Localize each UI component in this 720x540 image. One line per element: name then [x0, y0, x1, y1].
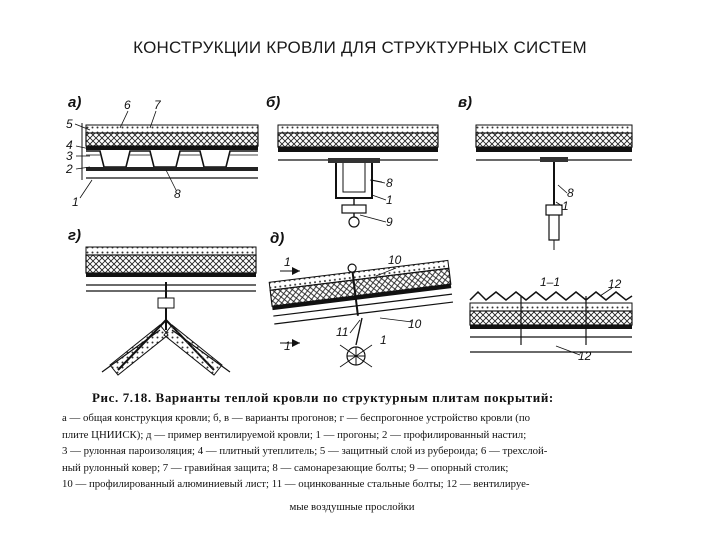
callout-12-bottom: 12	[578, 349, 592, 363]
callout-11: 11	[336, 325, 348, 339]
callout-10-d-top: 10	[388, 253, 402, 267]
panel-g-purlinless-roof	[85, 246, 257, 376]
callout-12-top: 12	[608, 277, 622, 291]
panel-label-b: б)	[266, 94, 280, 111]
callout-8-v: 8	[567, 186, 574, 200]
callout-4: 4	[66, 138, 73, 152]
caption-line: 10 — профилированный алюминиевый лист; 1…	[62, 478, 530, 490]
section-label-1-1: 1–1	[540, 275, 560, 289]
callout-1-v: 1	[562, 199, 569, 213]
panel-label-v: в)	[458, 94, 472, 111]
callout-7: 7	[154, 98, 162, 112]
caption-line: ный рулонный ковер; 7 — гравийная защита…	[62, 461, 509, 474]
panel-b-purlin-variant	[277, 124, 439, 228]
section-1-1-ventilated	[469, 290, 633, 353]
panel-label-d: д)	[270, 230, 284, 247]
callout-1-d-bolt: 1	[380, 333, 387, 347]
callout-1-a: 1	[72, 195, 79, 209]
figure-caption: Рис. 7.18. Варианты теплой кровли по стр…	[62, 390, 642, 513]
callout-1-d-bottom: 1	[284, 339, 291, 353]
callout-1-b: 1	[386, 193, 393, 207]
caption-line: 3 — рулонная пароизоляция; 4 — плитный у…	[62, 445, 548, 457]
page-title: КОНСТРУКЦИИ КРОВЛИ ДЛЯ СТРУКТУРНЫХ СИСТЕ…	[133, 38, 587, 57]
callout-2: 2	[65, 162, 73, 176]
roof-structure-drawing: а) б) в) г) д) 6 7 5 4 3 2 1 8 8 1 9 8 1…	[65, 94, 633, 376]
caption-last-line: мые воздушные прослойки	[289, 500, 415, 513]
section-arrows	[292, 267, 300, 347]
callout-5: 5	[66, 117, 73, 131]
panel-label-g: г)	[68, 227, 81, 244]
callout-6: 6	[124, 98, 131, 112]
callout-9: 9	[386, 215, 393, 229]
caption-title: Рис. 7.18. Варианты теплой кровли по стр…	[92, 390, 554, 405]
panel-a-roof-section	[81, 123, 259, 180]
caption-line: плите ЦНИИСК); д — пример вентилируемой …	[62, 428, 527, 441]
panel-d-ventilated-roof	[268, 259, 454, 368]
panel-v-purlin-variant	[475, 124, 633, 250]
callout-8-b: 8	[386, 176, 393, 190]
callout-3: 3	[66, 149, 73, 163]
caption-line: а — общая конструкция кровли; б, в — вар…	[62, 412, 531, 424]
panel-label-a: а)	[68, 94, 81, 111]
callout-1-d-top: 1	[284, 255, 291, 269]
leader-lines	[74, 110, 613, 356]
callout-8-a: 8	[174, 187, 181, 201]
callout-10-d-bottom: 10	[408, 317, 422, 331]
